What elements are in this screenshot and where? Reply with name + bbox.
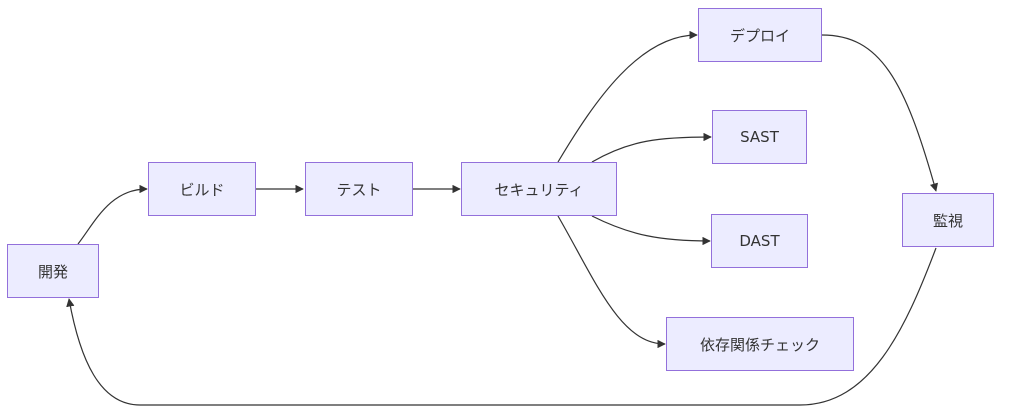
- node-label: 開発: [37, 262, 68, 281]
- node-label: 監視: [932, 211, 963, 230]
- node-label: 依存関係チェック: [699, 335, 820, 354]
- edge-monitoring-kaihatsu: [66, 247, 937, 406]
- node-label: SAST: [740, 128, 779, 146]
- edge-security-deploy: [557, 30, 698, 163]
- node-kaihatsu[interactable]: 開発: [7, 244, 99, 298]
- node-monitoring[interactable]: 監視: [902, 193, 994, 247]
- node-security[interactable]: セキュリティ: [461, 162, 617, 216]
- node-deploy[interactable]: デプロイ: [698, 8, 822, 62]
- edge-security-sast: [591, 132, 712, 163]
- node-dependency-check[interactable]: 依存関係チェック: [666, 317, 854, 371]
- node-label: デプロイ: [729, 26, 790, 45]
- edge-kaihatsu-build: [77, 184, 148, 245]
- node-label: テスト: [336, 180, 382, 199]
- node-label: セキュリティ: [494, 180, 584, 199]
- edge-security-depcheck: [557, 215, 666, 349]
- node-build[interactable]: ビルド: [148, 162, 256, 216]
- node-sast[interactable]: SAST: [712, 110, 807, 164]
- edge-deploy-monitoring: [821, 34, 939, 192]
- node-label: DAST: [739, 232, 780, 250]
- edge-security-dast: [591, 215, 711, 246]
- node-label: ビルド: [179, 180, 225, 199]
- node-test[interactable]: テスト: [305, 162, 413, 216]
- node-dast[interactable]: DAST: [711, 214, 808, 268]
